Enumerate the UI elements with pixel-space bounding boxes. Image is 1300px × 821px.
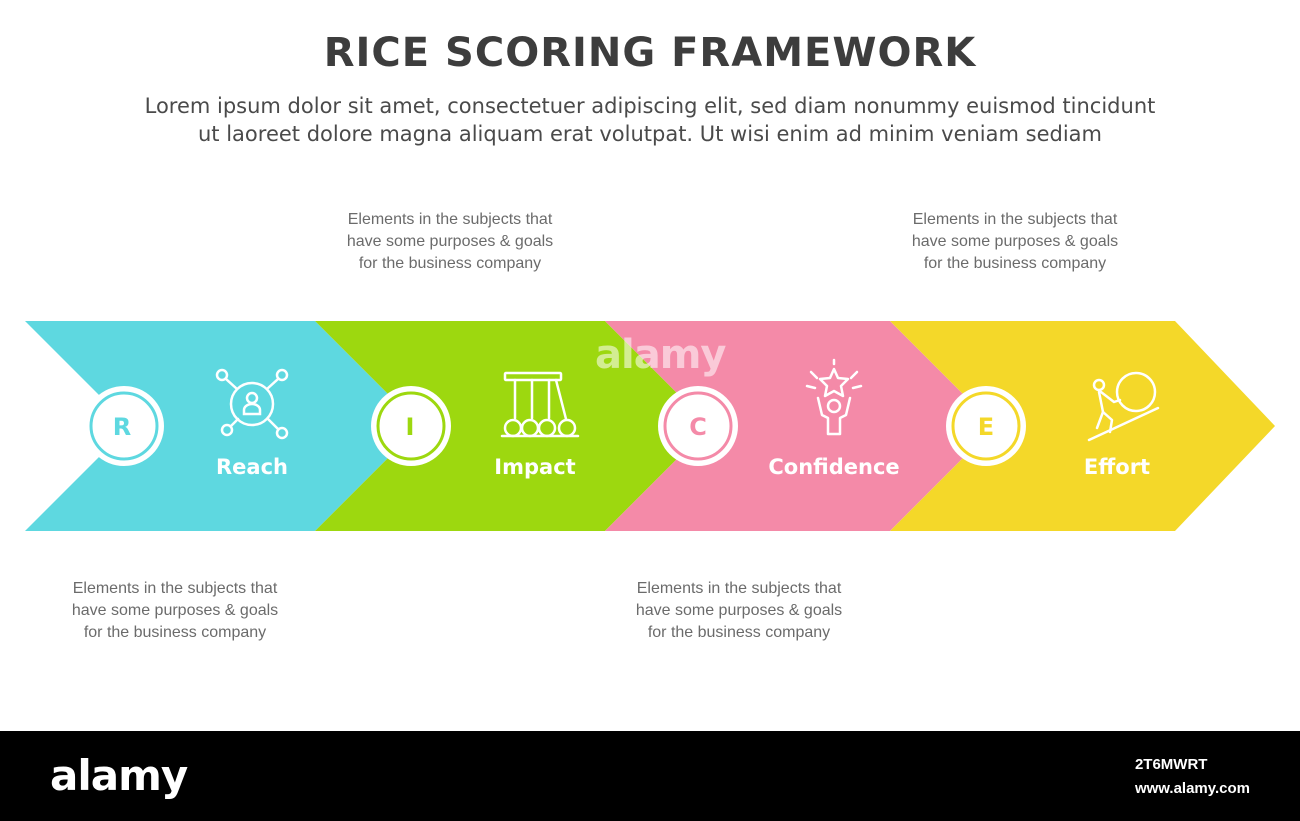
description-line: have some purposes & goals: [346, 233, 554, 250]
description-line: for the business company: [647, 624, 831, 641]
description-line: Elements in the subjects that: [636, 580, 842, 597]
subtitle-line-1: Lorem ipsum dolor sit amet, consectetuer…: [144, 94, 1156, 118]
watermark: alamy: [595, 332, 726, 378]
page-subtitle: Lorem ipsum dolor sit amet, consectetuer…: [60, 92, 1240, 148]
chevron-impact: [315, 321, 710, 531]
chevron-confidence: [605, 321, 995, 531]
page-title: RICE SCORING FRAMEWORK: [323, 30, 977, 76]
subtitle-line-2: ut laoreet dolore magna aliquam erat vol…: [198, 122, 1102, 146]
label-impact: Impact: [494, 455, 575, 479]
letter-circle-r: R: [84, 386, 164, 466]
description-effort: Elements in the subjects that have some …: [885, 209, 1145, 275]
chevron-effort: [890, 321, 1275, 531]
description-line: have some purposes & goals: [635, 602, 843, 619]
letter-circle-e: E: [946, 386, 1026, 466]
footer-url: www.alamy.com: [1134, 780, 1250, 797]
newtons-cradle-icon: [500, 371, 580, 438]
letter-r: R: [113, 413, 131, 441]
rice-chevron-diagram: R I C E Reach Impact Confidence Effort: [25, 321, 1275, 531]
description-line: Elements in the subjects that: [347, 211, 553, 228]
letter-circle-c: C: [658, 386, 738, 466]
description-line: have some purposes & goals: [71, 602, 279, 619]
footer-image-id: 2T6MWRT: [1134, 756, 1208, 773]
description-reach: Elements in the subjects that have some …: [45, 578, 305, 644]
description-line: for the business company: [83, 624, 267, 641]
description-confidence: Elements in the subjects that have some …: [609, 578, 869, 644]
letter-c: C: [689, 413, 707, 441]
label-effort: Effort: [1084, 455, 1150, 479]
description-line: for the business company: [358, 255, 542, 272]
footer-image-info: 2T6MWRT www.alamy.com: [1135, 753, 1250, 801]
letter-e: E: [978, 413, 994, 441]
footer-bar: alamy 2T6MWRT www.alamy.com: [0, 731, 1300, 821]
label-confidence: Confidence: [768, 455, 899, 479]
description-line: Elements in the subjects that: [912, 211, 1118, 228]
network-person-icon: [215, 368, 289, 440]
footer-logo: alamy: [50, 751, 188, 800]
star-achiever-icon: [805, 358, 863, 436]
description-line: have some purposes & goals: [911, 233, 1119, 250]
letter-circle-i: I: [371, 386, 451, 466]
letter-i: I: [406, 413, 415, 441]
pushing-boulder-icon: [1087, 371, 1160, 442]
description-impact: Elements in the subjects that have some …: [320, 209, 580, 275]
label-reach: Reach: [216, 455, 288, 479]
description-line: for the business company: [923, 255, 1107, 272]
description-line: Elements in the subjects that: [72, 580, 278, 597]
